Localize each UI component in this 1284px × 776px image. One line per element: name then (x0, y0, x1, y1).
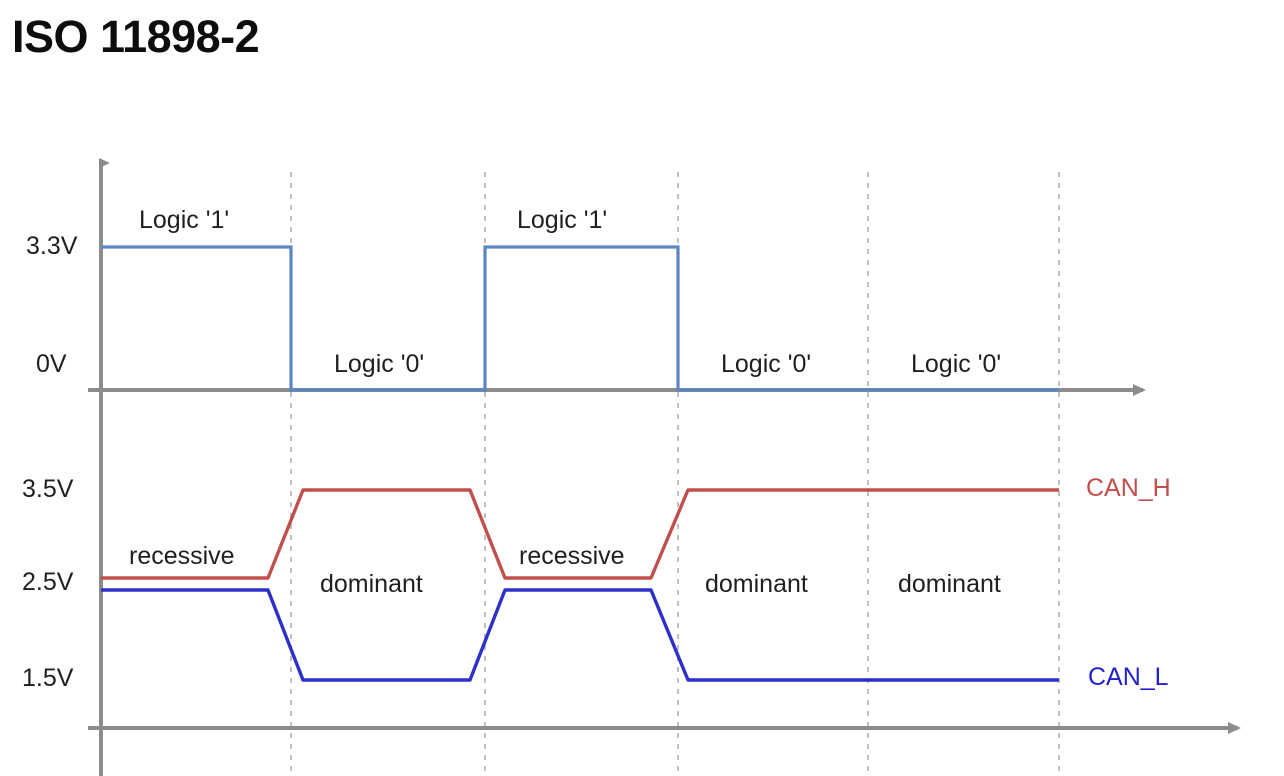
y-tick-label-3v3: 3.3V (26, 232, 78, 260)
digital-signal-trace (101, 245, 1059, 392)
can-h-trace (101, 488, 1059, 580)
annotation-logic-0-bit2: Logic '0' (334, 350, 425, 378)
annotation-logic-1-bit1: Logic '1' (139, 206, 230, 234)
bit-boundary-gridlines (290, 172, 1060, 776)
annotation-dominant-bit2: dominant (320, 570, 423, 598)
annotation-logic-0-bit5: Logic '0' (911, 350, 1002, 378)
y-tick-label-2v5: 2.5V (22, 568, 74, 596)
annotation-logic-1-bit3: Logic '1' (517, 206, 608, 234)
annotation-dominant-bit5: dominant (898, 570, 1001, 598)
y-tick-label-1v5: 1.5V (22, 664, 74, 692)
y-tick-label-3v5: 3.5V (22, 475, 74, 503)
annotation-dominant-bit4: dominant (705, 570, 808, 598)
y-tick-label-0v: 0V (36, 350, 67, 378)
annotation-logic-0-bit4: Logic '0' (721, 350, 812, 378)
can-l-trace (101, 588, 1059, 682)
annotation-recessive-bit3: recessive (519, 542, 625, 570)
legend-label-can-h: CAN_H (1086, 474, 1171, 502)
page-title: ISO 11898-2 (12, 11, 260, 62)
legend-label-can-l: CAN_L (1088, 663, 1169, 691)
annotation-recessive-bit1: recessive (129, 542, 235, 570)
